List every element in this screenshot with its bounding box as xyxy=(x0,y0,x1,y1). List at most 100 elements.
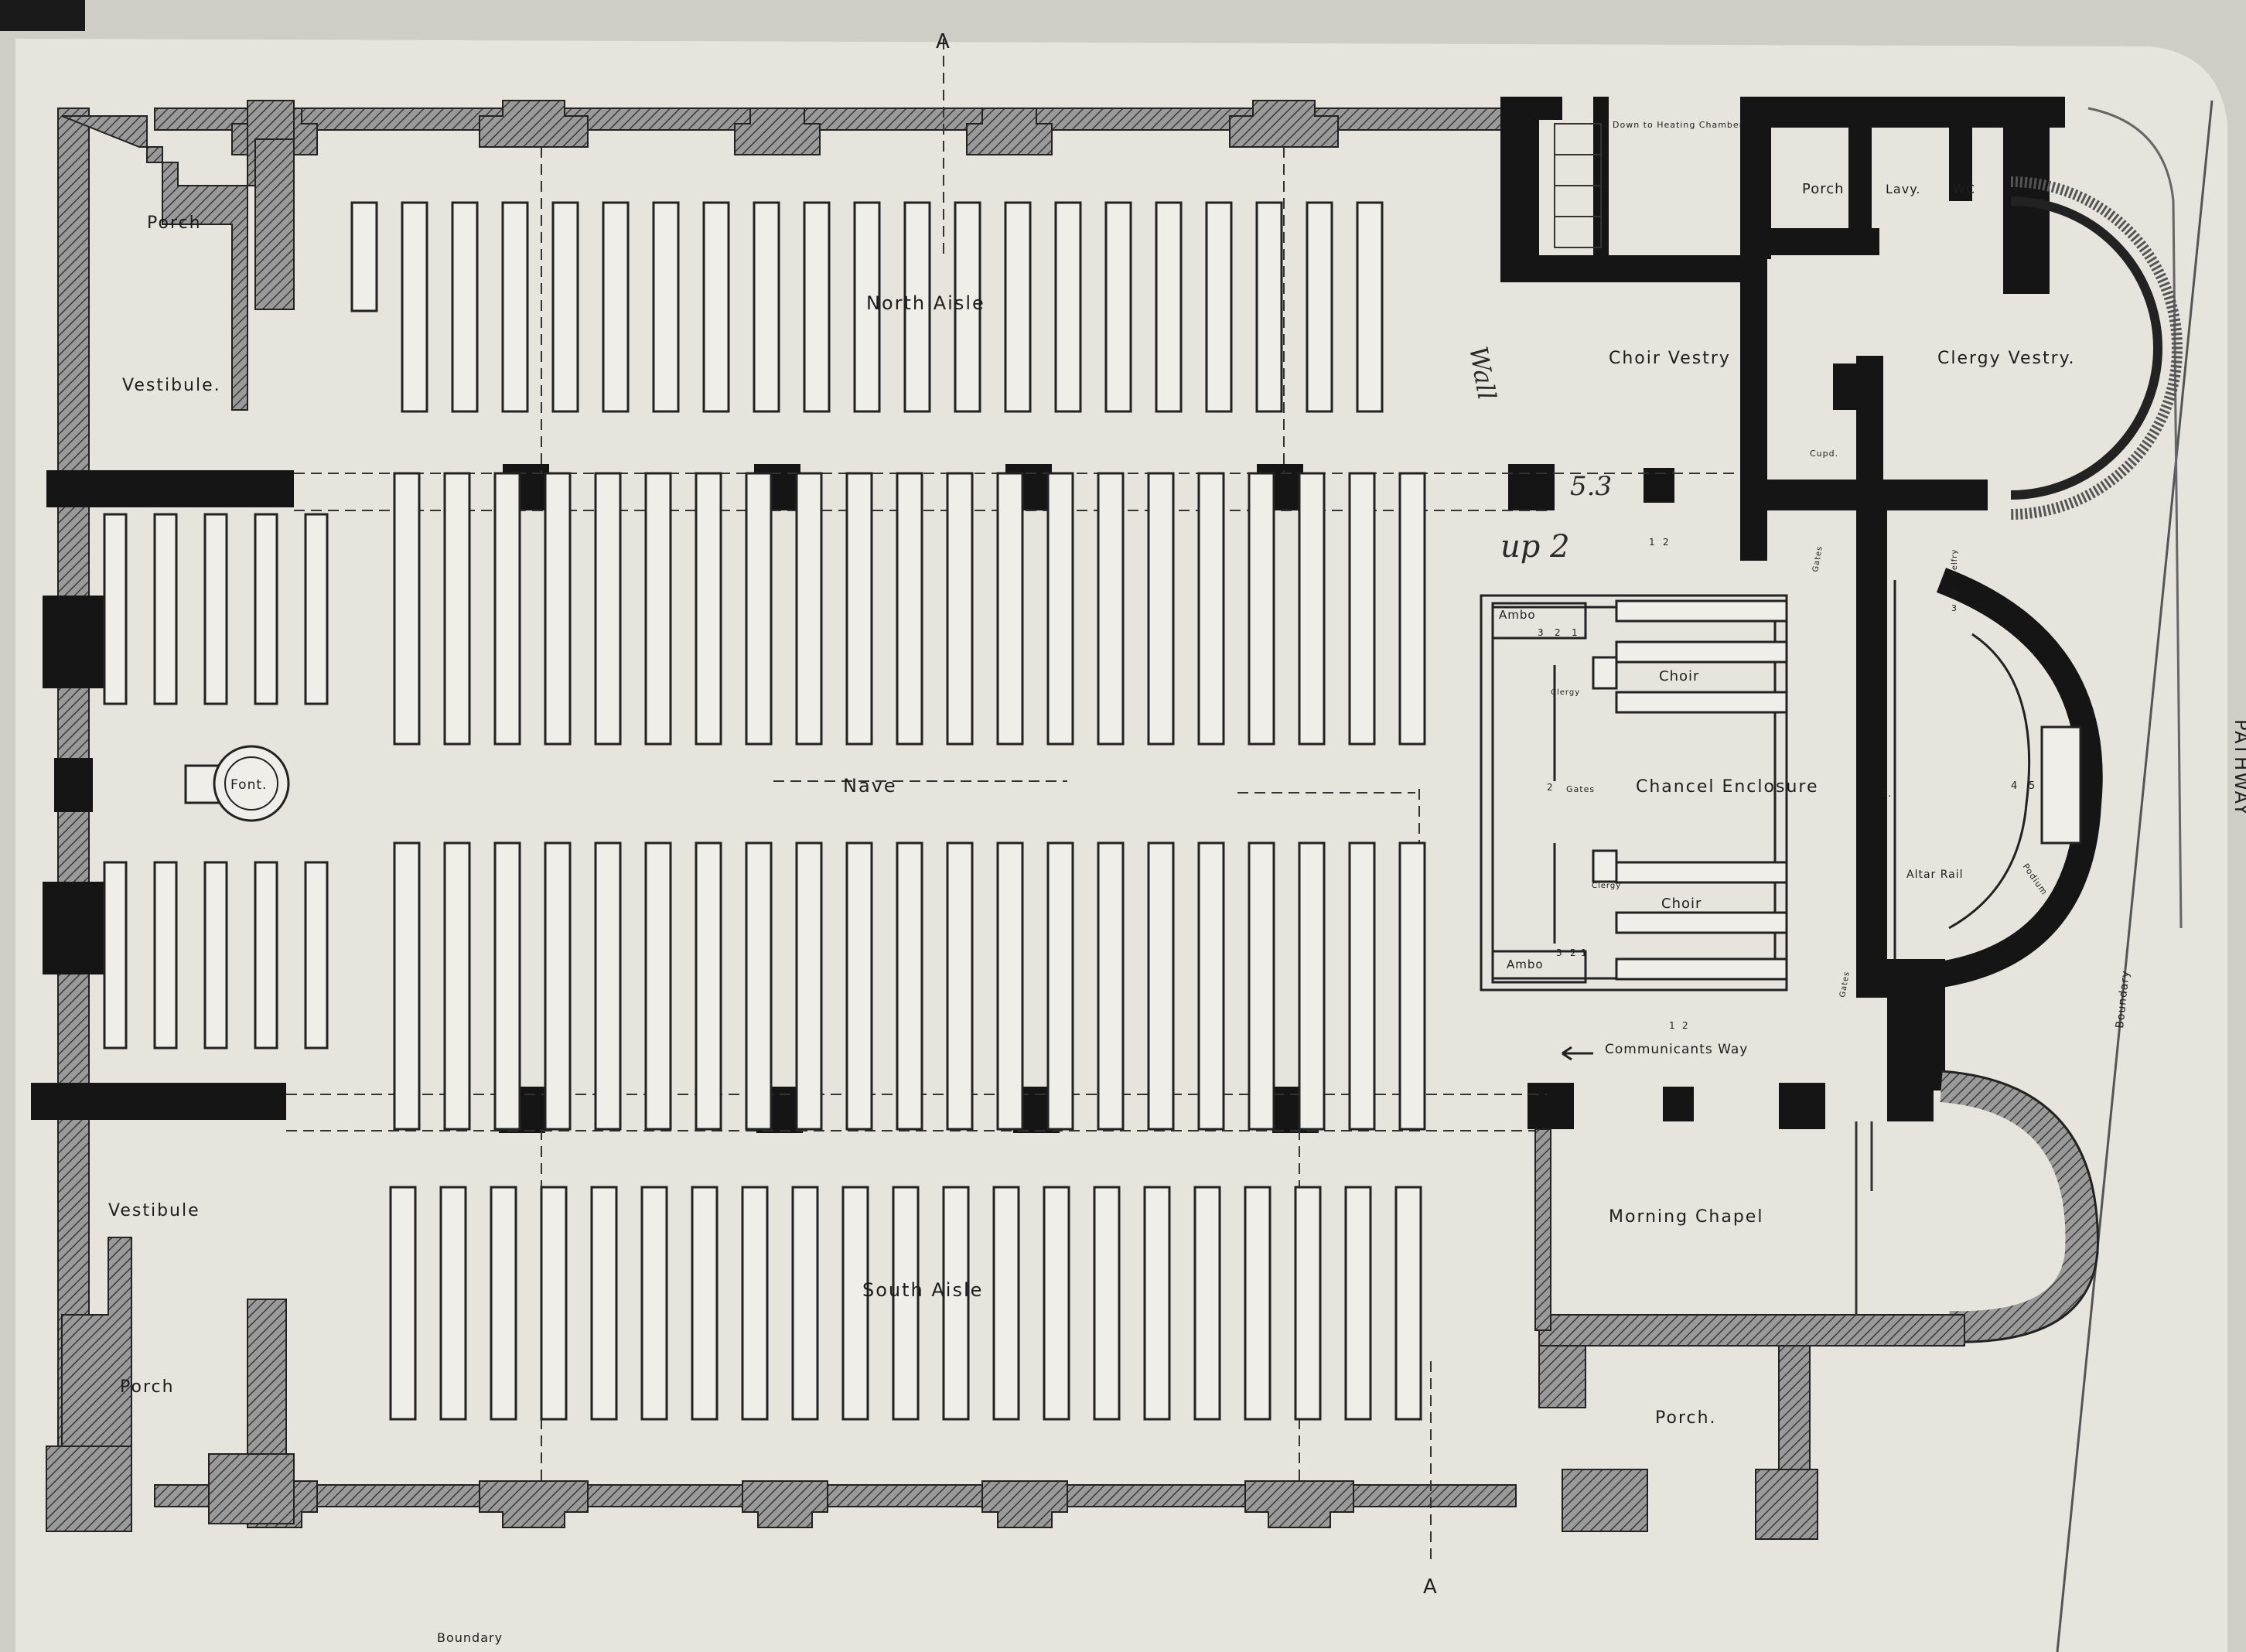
label-cupd: Cupd. xyxy=(1810,449,1838,459)
label-wc: WC xyxy=(1953,182,1975,196)
label-ambo-bottom: Ambo xyxy=(1507,957,1544,971)
pew-south-aisle xyxy=(1344,1186,1372,1421)
pew-south-aisle xyxy=(992,1186,1020,1421)
sw-corner xyxy=(46,1446,132,1532)
label-porch-sw: Porch xyxy=(120,1377,175,1397)
pew-north-aisle xyxy=(1104,201,1132,413)
pew-south-aisle xyxy=(841,1186,869,1421)
boundary-line-right xyxy=(2056,100,2214,1652)
pew-north-aisle xyxy=(753,201,780,413)
pew-south-aisle xyxy=(590,1186,618,1421)
sanct-num-b: 4 xyxy=(2011,780,2018,792)
label-vestibule-nw: Vestibule. xyxy=(122,376,221,395)
pew-nave-north xyxy=(1147,472,1175,746)
pew-nave-south xyxy=(795,841,823,1131)
pew-south-aisle xyxy=(540,1186,568,1421)
pew-south-aisle xyxy=(490,1186,517,1421)
pew-north-aisle xyxy=(1356,201,1384,413)
pew-nave-north xyxy=(1097,472,1125,746)
pathway-line xyxy=(2087,107,2183,929)
label-porch-ne: Porch xyxy=(1802,181,1845,197)
labels: North Aisle Nave South Aisle Porch Vesti… xyxy=(108,30,2246,1645)
cw-num-b: 2 xyxy=(1682,1020,1689,1031)
cw-num-a: 1 xyxy=(1669,1020,1676,1031)
pew-narthex-south xyxy=(153,861,178,1050)
label-belfry: Belfry xyxy=(1951,549,1959,576)
corner-tab xyxy=(0,0,85,31)
step-num-a: 1 xyxy=(1649,537,1656,548)
pew-nave-north xyxy=(443,472,471,746)
label-choir-top: Choir xyxy=(1659,668,1699,684)
pew-north-aisle xyxy=(903,201,931,413)
sw-corner2 xyxy=(208,1453,295,1524)
morning-chapel-apse-edge xyxy=(1941,1070,2099,1343)
pew-nave-south xyxy=(745,841,773,1131)
pew-south-aisle xyxy=(1244,1186,1271,1421)
pew-south-aisle xyxy=(1143,1186,1171,1421)
pew-nave-south xyxy=(946,841,974,1131)
pew-narthex-south xyxy=(254,861,278,1050)
pew-nave-south xyxy=(544,841,572,1131)
pew-south-aisle xyxy=(1093,1186,1121,1421)
pew-north-aisle xyxy=(1205,201,1233,413)
pew-south-aisle xyxy=(942,1186,970,1421)
pew-north-aisle xyxy=(1004,201,1032,413)
pew-nave-north xyxy=(1348,472,1376,746)
ambo-num-top-a: 3 xyxy=(1538,627,1545,638)
pew-north-aisle xyxy=(551,201,579,413)
handwritten-note-1: 5.3 xyxy=(1570,471,1612,502)
section-marker-top: A xyxy=(936,30,951,53)
communicants-arrow xyxy=(1562,1046,1593,1061)
narthex-wall-south xyxy=(31,1083,286,1120)
section-marker-bottom: A xyxy=(1423,1575,1439,1599)
pew-nave-south xyxy=(1046,841,1074,1131)
pew-nave-south xyxy=(996,841,1024,1131)
pew-south-aisle xyxy=(791,1186,819,1421)
label-lavatory: Lavy. xyxy=(1886,182,1920,196)
label-clergy-bottom: Clergy xyxy=(1592,882,1621,890)
pew-north-aisle xyxy=(702,201,730,413)
pew-nave-south xyxy=(1147,841,1175,1131)
label-ambo-top: Ambo xyxy=(1499,608,1536,622)
pew-narthex-north xyxy=(304,513,329,705)
clergy-vestry-apse-hatch xyxy=(2010,176,2183,520)
label-clergy-top: Clergy xyxy=(1551,688,1580,697)
pew-nave-north xyxy=(644,472,672,746)
nw-tower xyxy=(61,100,295,411)
pew-nave-south xyxy=(695,841,722,1131)
sanct-num-a: 3. xyxy=(1881,788,1892,800)
label-font: Font. xyxy=(230,777,267,793)
pew-nave-north xyxy=(996,472,1024,746)
pew-south-aisle xyxy=(892,1186,920,1421)
pew-north-aisle xyxy=(451,201,479,413)
label-morning-chapel: Morning Chapel xyxy=(1609,1207,1763,1227)
pew-nave-south xyxy=(393,841,421,1131)
pew-north-aisle xyxy=(803,201,831,413)
pew-nave-south xyxy=(1298,841,1326,1131)
pew-nave-south xyxy=(1197,841,1225,1131)
pew-nave-north xyxy=(795,472,823,746)
belfry-num-a: 5 xyxy=(1951,588,1958,598)
pew-narthex-south xyxy=(304,861,329,1050)
label-porch-nw: Porch xyxy=(147,213,202,233)
ambo-num-bot-b: 2 xyxy=(1570,947,1577,958)
pew-nave-south xyxy=(493,841,521,1131)
pew-north-aisle xyxy=(652,201,680,413)
sanctuary-inner xyxy=(1948,633,2031,930)
pew-north-aisle xyxy=(1255,201,1283,413)
clergy-vestry-apse xyxy=(2010,196,2162,500)
label-north-aisle: North Aisle xyxy=(866,292,985,314)
pew-south-aisle xyxy=(389,1186,417,1421)
nw-porch-wall xyxy=(254,138,295,310)
pew-north-aisle xyxy=(1306,201,1333,413)
pew-south-aisle xyxy=(640,1186,668,1421)
label-choir-vestry: Choir Vestry xyxy=(1609,349,1731,368)
pew-nave-north xyxy=(1398,472,1426,746)
pew-south-aisle xyxy=(1394,1186,1422,1421)
label-down-heating: Down to Heating Chamber xyxy=(1613,120,1743,130)
handwritten-note-2: up 2 xyxy=(1500,529,1570,565)
pew-north-aisle xyxy=(1155,201,1183,413)
stairs-heating xyxy=(1554,123,1602,248)
pew-nave-north xyxy=(1046,472,1074,746)
narthex-wall-north xyxy=(46,470,294,507)
